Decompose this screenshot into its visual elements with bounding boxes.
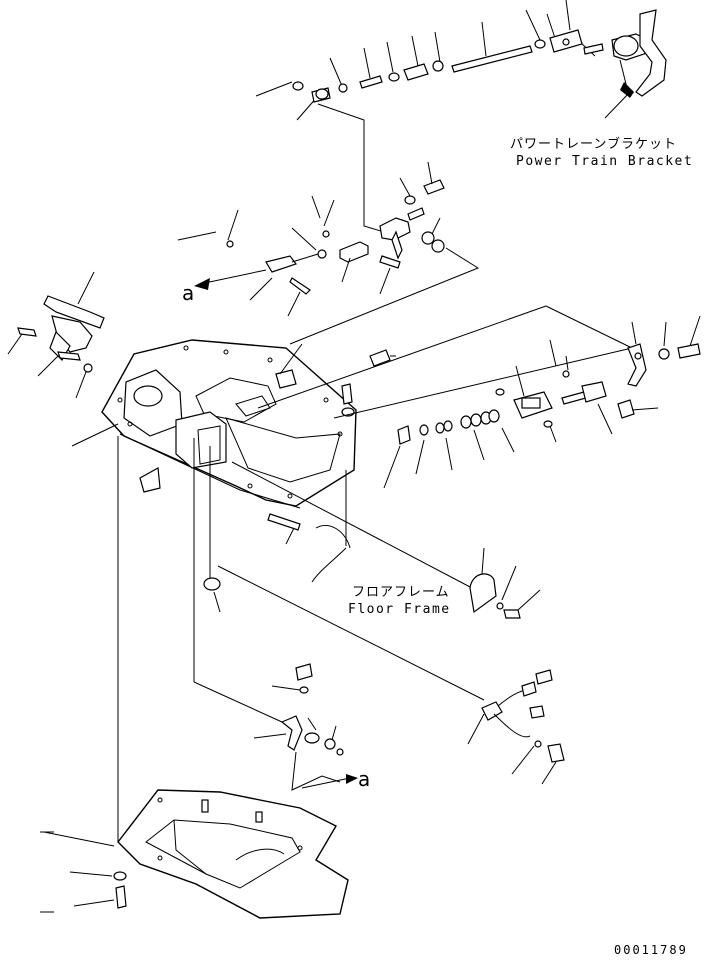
middle-linkage-assembly: [177, 103, 480, 345]
right-switch-assembly: [383, 305, 701, 489]
reference-a-lower: a: [358, 767, 370, 791]
reference-a-upper: a: [182, 281, 194, 305]
sensor-assembly: [467, 669, 565, 785]
power-train-bracket-label-en: Power Train Bracket: [516, 154, 693, 169]
cover-plate: [469, 547, 541, 619]
upper-linkage-assembly: [255, 0, 667, 121]
lower-plate-parts: [139, 461, 485, 701]
drawing-code: 00011789: [614, 943, 688, 957]
power-train-bracket-label-jp: パワートレーンブラケット: [510, 136, 677, 152]
floor-frame-label-jp: フロアフレーム: [352, 585, 450, 600]
pedal-assembly: [7, 271, 105, 399]
lower-lever-assembly: [253, 663, 358, 791]
floor-pan: [40, 789, 349, 919]
floor-frame-plate: [71, 305, 633, 509]
floor-frame-label-en: Floor Frame: [348, 602, 451, 617]
guide-line: [193, 681, 283, 723]
